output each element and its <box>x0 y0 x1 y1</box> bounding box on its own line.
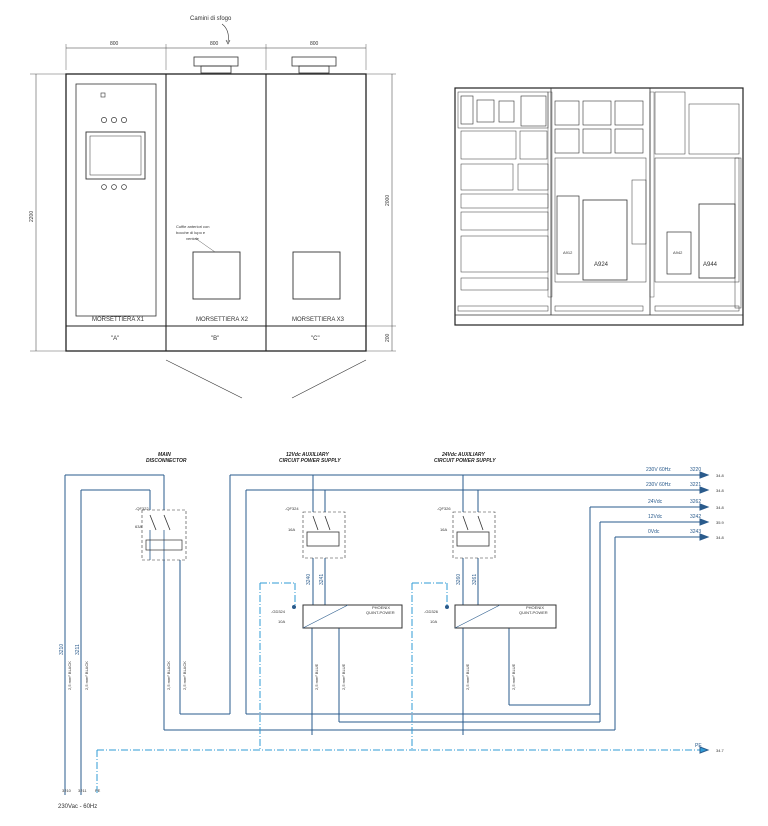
output-num-5: 3243 <box>690 529 701 535</box>
wire-3211: 3211 <box>75 644 81 655</box>
output-text-5: 0Vdc <box>648 529 660 535</box>
schematic-labels: MAIN DISCONNECTOR 12Vdc AUXILIARY CIRCUI… <box>58 452 725 810</box>
rating-gd324: 10A <box>278 619 285 624</box>
title-aux12-1: 12Vdc AUXILIARY <box>286 452 329 458</box>
panel-id-b: "B" <box>211 336 219 342</box>
output-ref-2: 34.8 <box>716 488 725 493</box>
height-dim-left: 2200 <box>29 211 35 222</box>
schematic-devices <box>141 509 557 629</box>
panel-name-2: MORSETTIERA X2 <box>196 317 249 323</box>
output-ref-3: 34.8 <box>716 505 725 510</box>
cable-label-4: 2,5 mm² BLACK <box>182 661 187 690</box>
rating-qf326: 16A <box>440 527 447 532</box>
panel-name-3: MORSETTIERA X3 <box>292 317 345 323</box>
cable-label-8: 2,5 mm² BLUE <box>511 663 516 690</box>
supply-label: 230Vac - 60Hz <box>58 804 97 810</box>
wire-3241: 3241 <box>319 574 325 585</box>
width-dim-1: 800 <box>110 41 119 47</box>
output-num-4: 3242 <box>690 514 701 520</box>
output-text-4: 12Vdc <box>648 514 663 520</box>
supply-term-pe: PE <box>95 788 101 793</box>
device-gd324: -GD324 <box>271 609 286 614</box>
drive-label-3: A942 <box>673 250 683 255</box>
cable-label-1: 2,5 mm² BLACK <box>67 661 72 690</box>
wire-3261: 3261 <box>472 574 478 585</box>
psu1-brand: PHOENIX <box>372 605 390 610</box>
internal-layout-labels: A912 A924 A942 A944 <box>563 250 718 268</box>
cable-label-5: 2,5 mm² BLUE <box>314 663 319 690</box>
supply-term-1: 3210 <box>62 788 72 793</box>
output-num-1: 3220 <box>690 467 701 473</box>
output-text-2: 230V 60Hz <box>646 482 671 488</box>
vent-note: Camini di sfogo <box>190 16 232 22</box>
cover-note-2: bocche di lupo e <box>176 230 206 235</box>
device-qf322: -QF322 <box>135 506 149 511</box>
output-num-3: 3262 <box>690 499 701 505</box>
title-main-2: DISCONNECTOR <box>146 458 187 464</box>
cable-label-3: 2,5 mm² BLACK <box>166 661 171 690</box>
output-text-pe: PE <box>695 743 702 749</box>
height-dim-base: 200 <box>385 333 391 342</box>
internal-layout <box>454 87 744 326</box>
output-ref-4: 35.9 <box>716 520 725 525</box>
panel-name-1: MORSETTIERA X1 <box>92 317 145 323</box>
device-gd326: -GD326 <box>424 609 439 614</box>
wire-3210: 3210 <box>59 644 65 655</box>
psu1-model: QUINT-POWER <box>366 610 395 615</box>
output-ref-5: 34.8 <box>716 535 725 540</box>
drive-label-1: A912 <box>563 250 573 255</box>
drive-label-2: A924 <box>594 262 609 268</box>
panel-id-a: "A" <box>111 336 119 342</box>
title-aux12-2: CIRCUIT POWER SUPPLY <box>279 458 341 464</box>
device-qf324: -QF324 <box>285 506 299 511</box>
supply-term-2: 3211 <box>78 788 87 793</box>
output-text-1: 230V 60Hz <box>646 467 671 473</box>
cable-label-7: 2,5 mm² BLUE <box>465 663 470 690</box>
cabinet-labels: Cuffie anteriori con bocche di lupo e ve… <box>92 224 345 342</box>
title-main-1: MAIN <box>158 452 171 458</box>
title-aux24-2: CIRCUIT POWER SUPPLY <box>434 458 496 464</box>
panel-id-c: "C" <box>311 336 320 342</box>
cable-label-2: 2,5 mm² BLACK <box>84 661 89 690</box>
wire-3240: 3240 <box>306 574 312 585</box>
psu2-model: QUINT-POWER <box>519 610 548 615</box>
output-num-2: 3221 <box>690 482 701 488</box>
device-qf326: -QF326 <box>437 506 451 511</box>
wire-3260: 3260 <box>456 574 462 585</box>
schematic-wiring <box>64 471 710 795</box>
width-dim-2: 800 <box>210 41 219 47</box>
psu2-brand: PHOENIX <box>526 605 544 610</box>
cabinet-elevation: Camini di sfogo 800 800 800 2200 2000 20… <box>29 16 396 399</box>
rating-qf322: 63A <box>135 524 142 529</box>
width-dim-3: 800 <box>310 41 319 47</box>
title-aux24-1: 24Vdc AUXILIARY <box>441 452 485 458</box>
cover-note-1: Cuffie anteriori con <box>176 224 210 229</box>
cover-note-3: ventole <box>186 236 200 241</box>
cable-label-6: 2,5 mm² BLUE <box>341 663 346 690</box>
output-text-3: 24Vdc <box>648 499 663 505</box>
height-dim-right: 2000 <box>385 195 391 206</box>
rating-qf324: 16A <box>288 527 295 532</box>
rating-gd326: 10A <box>430 619 437 624</box>
drive-label-4: A944 <box>703 262 718 268</box>
output-ref-pe: 34.7 <box>716 748 725 753</box>
output-ref-1: 34.8 <box>716 473 725 478</box>
